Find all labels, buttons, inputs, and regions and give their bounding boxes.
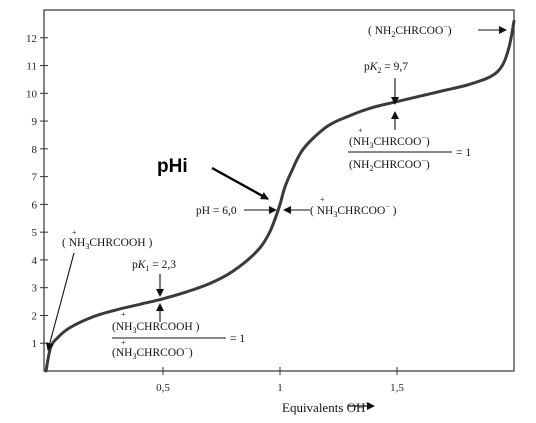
anion-top-label: ( NH2CHRCOO−) [368,22,452,39]
titration-curve [44,19,516,373]
ratio2-denominator: (NH2CHRCOO−) [349,156,430,173]
y-tick-label: 6 [32,199,38,211]
y-tick-label: 12 [26,33,37,45]
x-tick-label: 1 [277,382,283,394]
x-tick-label: 1,5 [390,382,404,394]
ratio2-numerator: (NH3CHRCOO−) [349,133,430,150]
cation-arrow [45,252,75,351]
y-tick-label: 5 [32,227,38,239]
x-axis: 0,5 1 1,5 [156,367,404,394]
y-tick-label: 3 [32,283,38,295]
y-tick-label: 1 [32,338,38,350]
ratio1-num-plus: + [121,310,126,319]
y-tick-label: 7 [32,172,38,184]
y-tick-label: 2 [32,310,38,322]
y-tick-label: 11 [26,61,37,73]
ratio1-numerator: (NH3CHRCOOH ) [112,321,200,335]
ratio1-den-plus: + [121,338,126,347]
y-tick-label: 8 [32,144,38,156]
ratio2-eq: = 1 [456,147,471,159]
y-tick-label: 4 [32,255,38,267]
phi-arrow [211,166,269,201]
ph6-label: pH = 6,0 [196,205,237,217]
pk1-label: pK1 = 2,3 [132,259,176,273]
ratio2-num-plus: + [358,126,363,135]
y-tick-label: 10 [26,88,38,100]
cation-plus: + [72,228,77,237]
x-axis-label-text: Equivalents OH [282,400,365,415]
x-tick-label: 0,5 [156,382,170,394]
phi-label: pHi [157,156,188,177]
zwitterion-plus: + [320,195,325,204]
ratio1-eq: = 1 [230,333,245,345]
plot-frame [43,9,515,372]
ratio1-denominator: (NH3CHRCOO−) [112,344,193,361]
cation-label: ( NH3CHRCOOH ) [62,237,152,251]
zwitterion-label: ( NH3CHRCOO− ) [310,202,397,219]
y-tick-label: 9 [32,116,38,128]
pk2-label: pK2 = 9,7 [364,61,408,75]
